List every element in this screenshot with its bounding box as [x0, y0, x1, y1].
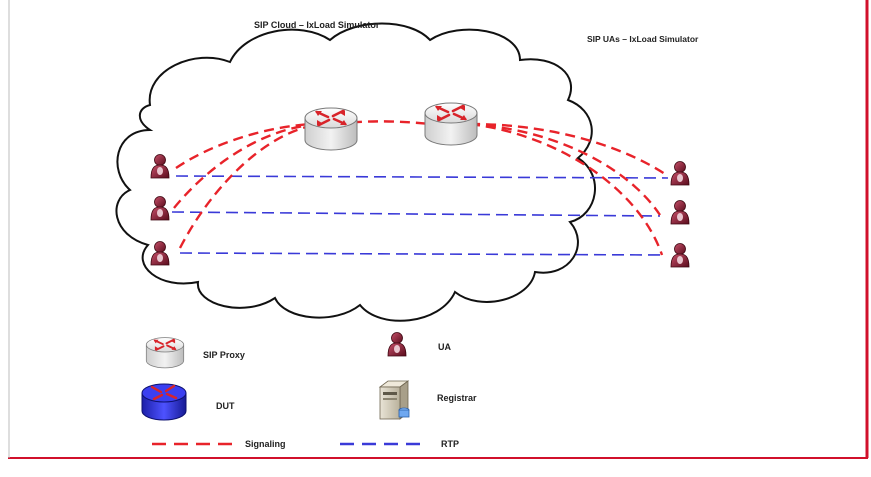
- ua-right-1: [670, 161, 690, 186]
- legend-dut-icon: [140, 382, 188, 422]
- rtp-line-2: [171, 211, 661, 217]
- legend-registrar-label: Registrar: [437, 393, 477, 403]
- sip-cloud-title: SIP Cloud – IxLoad Simulator: [254, 20, 380, 30]
- rtp-line-1: [175, 175, 669, 179]
- rtp-line-3: [179, 252, 666, 256]
- legend-sip-proxy-label: SIP Proxy: [203, 350, 245, 360]
- signaling-ua-left-2: [173, 123, 311, 209]
- signaling-ua-left-3: [178, 124, 311, 249]
- legend-ua-label: UA: [438, 342, 451, 352]
- ua-right-2: [670, 200, 690, 225]
- legend-ua-icon: [387, 332, 407, 357]
- ua-right-3: [670, 243, 690, 268]
- legend-signaling-label: Signaling: [245, 439, 286, 449]
- sip-proxy-router-1: [303, 106, 359, 152]
- legend-rtp-label: RTP: [441, 439, 459, 449]
- legend-router-icon: [145, 336, 185, 369]
- legend: SIP Proxy DUT UA Registrar Signaling RTP: [140, 332, 477, 449]
- sip-cloud-shape: [115, 22, 596, 322]
- signaling-ua-left-1: [175, 122, 311, 169]
- signaling-ua-right-3: [469, 122, 664, 256]
- server-icon: [378, 380, 410, 420]
- signaling-ua-right-1: [469, 122, 669, 177]
- legend-dut-label: DUT: [216, 401, 235, 411]
- sip-uas-title: SIP UAs – IxLoad Simulator: [587, 34, 699, 44]
- sip-proxy-router-2: [423, 101, 479, 147]
- signaling-ua-right-2: [469, 122, 661, 216]
- signaling-lines: [173, 120, 669, 256]
- rtp-lines: [171, 175, 669, 256]
